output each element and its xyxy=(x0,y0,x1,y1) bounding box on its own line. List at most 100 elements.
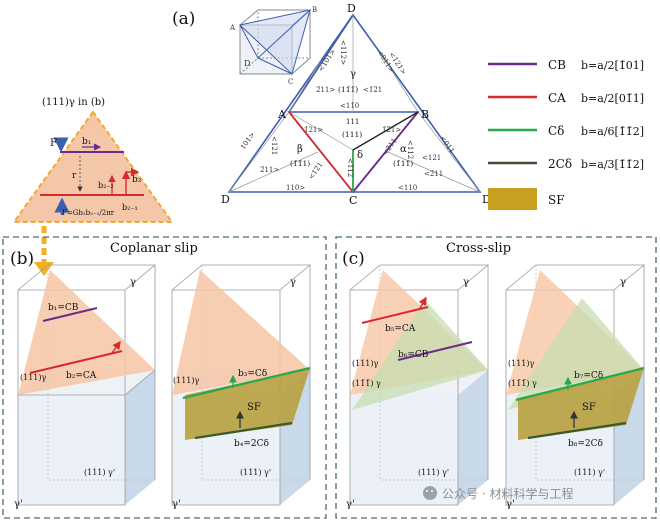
dir-right-side: <011 xyxy=(438,135,456,155)
legend-formula-cb: b=a/2[1̄01] xyxy=(581,59,644,72)
vertex-b: B xyxy=(421,108,429,121)
dir-top-mid1: 2̄11> xyxy=(316,86,335,94)
legend-label-cb: CB xyxy=(548,58,566,72)
b-left-plane-bottom: (111) γ' xyxy=(84,468,115,477)
svg-text:A: A xyxy=(229,24,236,32)
inset-label-b2: b₂ xyxy=(132,175,142,185)
legend-label-2cdelta: 2Cδ xyxy=(548,157,572,171)
panel-b-left-box xyxy=(17,264,156,506)
legend-label-ca: CA xyxy=(548,91,566,105)
b-left-b2: b₂=CA xyxy=(66,371,97,381)
panel-label-a: (a) xyxy=(172,9,195,29)
c-right-gamma-prime: γ' xyxy=(506,499,515,510)
legend: CB b=a/2[1̄01] CA b=a/2[01̄1] Cδ b=a/6[1… xyxy=(488,58,644,210)
dir-bottom-right: <110 xyxy=(398,184,417,192)
inset-label-b1: b₁ xyxy=(82,137,91,147)
c-left-b5: b₅=CA xyxy=(385,324,416,334)
plane-center: (111) xyxy=(342,130,362,139)
panel-label-b: (b) xyxy=(10,249,34,269)
b-right-b3: b₃=Cδ xyxy=(238,369,267,379)
plane-top: (11̄1̄) xyxy=(338,85,358,94)
vertex-d-left: D xyxy=(221,193,230,206)
b-right-sf: SF xyxy=(247,402,261,413)
b-right-gamma-prime: γ' xyxy=(172,499,181,510)
inset-label-b21: b₂₋₁ xyxy=(122,203,138,212)
b-right-gamma: γ xyxy=(290,277,296,288)
label-ab-direction: <11̄0 xyxy=(340,102,359,110)
dir-right-low: <2̄11 xyxy=(424,170,443,178)
dir-top-mid2: <1̄2̄1 xyxy=(363,86,382,94)
c-right-b8: b₈=2Cδ xyxy=(568,439,603,449)
legend-swatch-sf xyxy=(488,188,537,210)
dir-bottom-left: 110> xyxy=(286,184,305,192)
legend-label-sf: SF xyxy=(548,193,565,207)
legend-formula-ca: b=a/2[01̄1] xyxy=(581,92,644,105)
b-left-gamma-prime: γ' xyxy=(14,499,23,510)
cube-icon xyxy=(238,9,312,75)
panel-label-c: (c) xyxy=(342,249,365,269)
vertex-c: C xyxy=(349,194,357,207)
b-right-plane-bottom: (111) γ' xyxy=(240,468,271,477)
c-left-plane-top: (111)γ xyxy=(352,359,379,368)
dir-right-side2: <112 xyxy=(406,140,414,159)
label-gamma: γ xyxy=(350,69,356,80)
plane-left: (1̄1̄1) xyxy=(290,159,310,168)
c-right-sf: SF xyxy=(582,402,596,413)
c-right-plane-top: (111)γ xyxy=(508,359,535,368)
c-left-plane-bottom: (111) γ' xyxy=(418,468,449,477)
label-beta: β xyxy=(297,144,303,155)
inset-triangle xyxy=(12,110,174,223)
panel-c-frame xyxy=(335,236,657,519)
label-alpha: α xyxy=(400,144,407,155)
dir-left-a: 1̄21> xyxy=(304,126,323,134)
dir-left-edge: <121 xyxy=(270,136,278,155)
vertex-d-top: D xyxy=(347,2,356,15)
dir-left-side: 101> xyxy=(239,131,257,151)
dir-right-c: <2̄11 xyxy=(381,137,399,157)
panel-b-right-box xyxy=(171,264,311,506)
dir-top-left: <101> xyxy=(317,48,337,74)
c-left-gamma-prime: γ' xyxy=(346,499,355,510)
inset-formula: F=Gb₁b₂₋₁/2πr xyxy=(62,209,115,217)
legend-formula-cdelta: b=a/6[1̄1̄2] xyxy=(581,125,644,138)
panel-c-left-box xyxy=(349,264,489,506)
panel-c-title: Cross-slip xyxy=(446,241,511,256)
thompson-tetrahedron xyxy=(227,13,482,194)
dir-top-left2: <112> xyxy=(339,40,347,65)
b-right-b4: b₄=2Cδ xyxy=(234,439,269,449)
panel-c-right-box xyxy=(505,264,645,506)
c-left-gamma: γ xyxy=(463,277,469,288)
legend-formula-2cdelta: b=a/3[1̄1̄2] xyxy=(581,158,644,171)
panel-b-frame xyxy=(2,236,327,519)
dir-right-edge: <121 xyxy=(422,154,441,162)
c-right-plane-bottom: (111) γ' xyxy=(574,468,605,477)
wechat-icon xyxy=(423,486,437,500)
dir-right-b: 1̄2̄1> xyxy=(382,126,401,134)
watermark: 公众号 · 材料科学与工程 xyxy=(423,486,573,501)
inset-label-f: F xyxy=(50,138,57,149)
c-right-plane-mid: (11̄1̄) γ xyxy=(508,379,537,388)
plane-right: (1̄11̄) xyxy=(393,159,413,168)
svg-text:D: D xyxy=(244,59,250,68)
b-left-plane-top: (111)γ xyxy=(20,373,47,382)
svg-text:C: C xyxy=(288,78,293,86)
dir-left-low: 2̄11> xyxy=(260,166,279,174)
inset-label-r: r xyxy=(72,171,77,181)
svg-text:B: B xyxy=(312,6,317,14)
vertex-a: A xyxy=(277,108,287,121)
c-left-plane-mid: (11̄1̄) γ xyxy=(352,379,381,388)
c-right-gamma: γ xyxy=(620,277,626,288)
label-delta: δ xyxy=(357,150,363,161)
dir-center-bc: <1̄12 xyxy=(346,158,354,177)
inset-title: (111)γ in (b) xyxy=(42,97,105,108)
legend-label-cdelta: Cδ xyxy=(548,124,564,138)
watermark-text: 公众号 · 材料科学与工程 xyxy=(442,486,573,501)
b-left-gamma: γ xyxy=(130,277,136,288)
vertex-d-right: D xyxy=(482,193,491,206)
inset-label-b22: b₂₋₂ xyxy=(98,181,114,190)
c-right-b7: b₇=Cδ xyxy=(574,371,603,381)
panel-b-title: Coplanar slip xyxy=(110,241,198,256)
b-left-b1: b₁=CB xyxy=(48,303,79,313)
b-right-plane-top: (111)γ xyxy=(173,376,200,385)
